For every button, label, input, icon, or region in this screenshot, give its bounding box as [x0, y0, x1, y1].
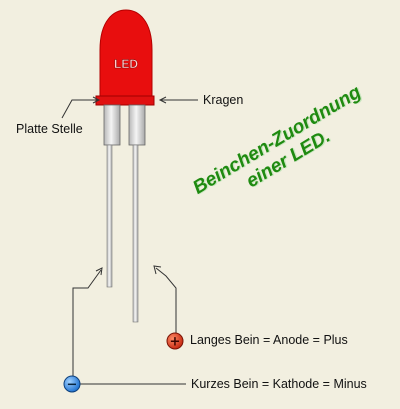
cathode-label: Kurzes Bein = Kathode = Minus [191, 377, 367, 391]
plus-symbol: + [170, 335, 181, 350]
led-leg-long-upper [128, 104, 146, 146]
led-leg-short-upper [103, 104, 121, 146]
flat-spot-label: Platte Stelle [16, 122, 83, 136]
plus-dot [166, 332, 184, 350]
minus-symbol: − [67, 378, 78, 393]
cathode-arrowhead [95, 267, 103, 276]
led-collar [95, 95, 155, 106]
led-body [99, 9, 153, 97]
flat-spot-arrowhead [92, 96, 101, 104]
led-body-label: LED [114, 57, 138, 71]
cathode-leg [106, 144, 113, 288]
minus-dot [63, 375, 81, 393]
anode-pointer [155, 267, 177, 334]
collar-label: Kragen [203, 93, 244, 107]
collar-arrowhead [158, 96, 167, 104]
cathode-pointer [72, 269, 102, 383]
anode-leg [132, 144, 139, 323]
anode-arrowhead [153, 265, 162, 275]
flat-spot-pointer [61, 99, 98, 119]
anode-label: Langes Bein = Anode = Plus [190, 333, 348, 347]
